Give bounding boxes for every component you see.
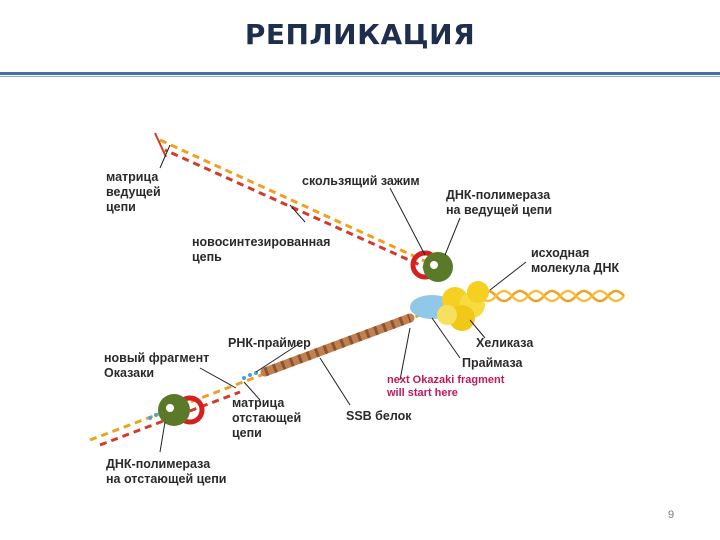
- label-lagging-template: матрица отстающей цепи: [232, 396, 301, 441]
- label-new-strand: новосинтезированная цепь: [192, 235, 330, 265]
- page-number: 9: [668, 509, 674, 521]
- label-sliding-clamp: скользящий зажим: [302, 174, 420, 189]
- helicase: [437, 281, 489, 331]
- label-helicase: Хеликаза: [476, 336, 533, 351]
- leading-polymerase: [413, 252, 453, 282]
- label-okazaki-fragment: новый фрагмент Оказаки: [104, 351, 209, 381]
- label-leading-template: матрица ведущей цепи: [106, 170, 161, 215]
- label-ssb: SSB белок: [346, 409, 412, 424]
- label-next-okazaki: next Okazaki fragment will start here: [387, 374, 504, 400]
- label-rna-primer: РНК-праймер: [228, 336, 311, 351]
- parent-dna: [480, 291, 624, 301]
- label-lagging-polymerase: ДНК-полимераза на отстающей цепи: [106, 457, 226, 487]
- label-parent-dna: исходная молекула ДНК: [531, 246, 619, 276]
- label-primase: Праймаза: [462, 356, 522, 371]
- label-leading-polymerase: ДНК-полимераза на ведущей цепи: [446, 188, 552, 218]
